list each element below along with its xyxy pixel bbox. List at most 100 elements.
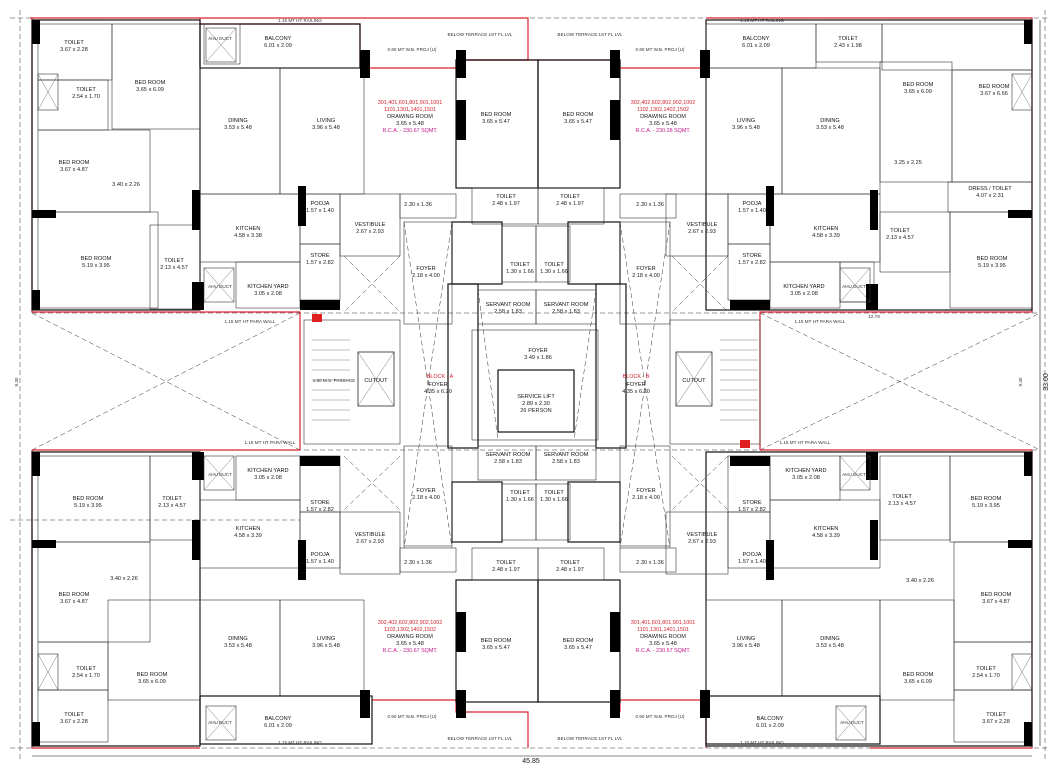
note-para-wall-tr: 1.15 MT HT PARA WALL	[795, 319, 846, 324]
room-br-pooja: POOJA	[743, 552, 762, 558]
room-bl-dining: DINING	[228, 636, 248, 642]
room-bl-kyard-size: 3.05 x 2.08	[254, 475, 282, 481]
room-tl-kyard-size: 3.05 x 2.08	[254, 291, 282, 297]
room-cb-bed-r-size: 3.65 x 5.47	[564, 645, 592, 651]
room-tr-dress-size: 4.07 x 2.31	[976, 193, 1004, 199]
room-tr-kitchen-size: 4.58 x 3.39	[812, 233, 840, 239]
room-c-servant-r-size: 2.58 x 1.83	[552, 309, 580, 315]
room-bl-vestibule: VESTIBULE	[355, 532, 386, 538]
stair-hatch	[312, 221, 758, 549]
unit-label-tl-nums1: 301,401,601,801,901,1001	[378, 100, 442, 106]
room-c-toilet-sm-r: TOILET	[544, 262, 564, 268]
room-c-foyer-r-size: 2.18 x 4.00	[632, 273, 660, 279]
unit-label-bl-room: DRAWING ROOM	[387, 634, 433, 640]
note-para-wall-bl: 1.15 MT HT PARA WALL	[245, 440, 296, 445]
note-ahu-tr: AHU DUCT	[842, 284, 866, 289]
room-c-toilet-sm-l-size: 1.30 x 1.66	[506, 269, 534, 275]
room-tr-balcony-size: 6.01 x 2.09	[742, 43, 770, 49]
room-tr-store: STORE	[742, 253, 761, 259]
room-br-balcony-size: 6.01 x 2.09	[756, 723, 784, 729]
room-br-bed-b: BED ROOM	[981, 592, 1012, 598]
unit-label-br-nums2: 1101,1301,1401,1501	[637, 627, 689, 633]
room-bl-living-size: 3.96 x 5.48	[312, 643, 340, 649]
note-block-a: BLOCK - A	[427, 374, 454, 380]
room-br-toilet-c: TOILET	[892, 494, 912, 500]
room-c-dim-r: 2.30 x 1.36	[636, 202, 664, 208]
room-tl-kyard: KITCHEN YARD	[247, 284, 288, 290]
room-cb-foyer-l-size: 2.18 x 4.00	[412, 495, 440, 501]
note-proj-bot-l: 0.60 MT W.B. PROJ (U)	[388, 714, 437, 719]
room-bl-bed-b: BED ROOM	[59, 592, 90, 598]
room-br-store-size: 1.57 x 2.82	[738, 507, 766, 513]
unit-label-br-room: DRAWING ROOM	[640, 634, 686, 640]
room-tl-living: LIVING	[317, 118, 335, 124]
room-tl-bed-b-size: 3.67 x 4.87	[60, 167, 88, 173]
room-c-bed-l: BED ROOM	[481, 112, 512, 118]
room-c-foyer-r: FOYER	[636, 266, 655, 272]
note-ahu-bl2: AHU DUCT	[208, 720, 232, 725]
room-br-bed-a: BED ROOM	[903, 672, 934, 678]
room-tr-toilet-c-size: 2.13 x 4.57	[886, 235, 914, 241]
room-tl-store: STORE	[310, 253, 329, 259]
duct-shafts	[37, 27, 1033, 741]
note-railing-br: 1.15 MT HT RAILING	[740, 740, 784, 745]
room-c-toilet-r-size: 2.48 x 1.97	[556, 201, 584, 207]
room-cb-toilet-r-size: 2.48 x 1.97	[556, 567, 584, 573]
room-cb-toilet-l-size: 2.48 x 1.97	[492, 567, 520, 573]
room-bl-bed-a-size: 3.65 x 6.09	[138, 679, 166, 685]
room-bl-pooja: POOJA	[311, 552, 330, 558]
room-c-servant-l-size: 2.58 x 1.83	[494, 309, 522, 315]
room-cb-bed-l-size: 3.65 x 5.47	[482, 645, 510, 651]
room-tr-dining-size: 3.53 x 5.48	[816, 125, 844, 131]
room-bl-toilet-c: TOILET	[162, 496, 182, 502]
room-cb-toilet-r: TOILET	[560, 560, 580, 566]
room-bl-balcony: BALCONY	[265, 716, 292, 722]
room-tl-bed-b: BED ROOM	[59, 160, 90, 166]
room-c-dim-l: 2.30 x 1.36	[404, 202, 432, 208]
room-c-bed-l-size: 3.65 x 5.47	[482, 119, 510, 125]
room-tl-balcony: BALCONY	[265, 36, 292, 42]
room-tl-dining-size: 3.53 x 5.48	[224, 125, 252, 131]
room-br-living: LIVING	[737, 636, 755, 642]
unit-label-tr-nums1: 302,402,602,802,902,1002	[631, 100, 695, 106]
unit-label-br-rca: R.C.A. - 230.67 SQMT.	[635, 648, 690, 654]
room-br-store: STORE	[742, 500, 761, 506]
room-c-foyer-mid: FOYER	[528, 348, 547, 354]
note-below-terrace-bl: BELOW TERRACE 1ST FL LVL	[448, 736, 513, 741]
room-tr-kyard-size: 3.05 x 2.08	[790, 291, 818, 297]
room-tl-living-size: 3.96 x 5.48	[312, 125, 340, 131]
room-c-cutout-l: CUTOUT	[364, 378, 388, 384]
room-cb-servant-l-size: 2.58 x 1.83	[494, 459, 522, 465]
overall-width-label: 45.85	[522, 758, 540, 765]
room-br-kitchen-size: 4.58 x 3.39	[812, 533, 840, 539]
room-br-living-size: 3.96 x 5.48	[732, 643, 760, 649]
room-bl-pooja-size: 1.57 x 1.40	[306, 559, 334, 565]
overall-dimensions: 45.85 33.00 8.30 9.30	[14, 20, 1050, 765]
room-c-servant-r: SERVANT ROOM	[544, 302, 589, 308]
room-br-toilet-a: TOILET	[986, 712, 1006, 718]
note-below-terrace-l: BELOW TERRACE 1ST FL LVL	[448, 32, 513, 37]
room-cb-bed-r: BED ROOM	[563, 638, 594, 644]
unit-label-tr-room: DRAWING ROOM	[640, 114, 686, 120]
left-height-label: 8.30	[14, 377, 19, 386]
room-c-lift-cap: 26 PERSON	[520, 408, 551, 414]
room-bl-bed-c-size: 5.19 x 3.95	[74, 503, 102, 509]
room-cb-toilet-sm-l: TOILET	[510, 490, 530, 496]
room-br-toilet-b: TOILET	[976, 666, 996, 672]
room-cb-toilet-l: TOILET	[496, 560, 516, 566]
room-c-toilet-sm-r-size: 1.30 x 1.66	[540, 269, 568, 275]
unit-label-tr-rca: R.C.A. - 230.28 SQMT.	[635, 128, 690, 134]
room-tr-toilet-c: TOILET	[890, 228, 910, 234]
note-ahu-br: AHU DUCT	[842, 472, 866, 477]
room-tr-living-size: 3.96 x 5.48	[732, 125, 760, 131]
room-tr-toilet-a: TOILET	[838, 36, 858, 42]
note-ahu-br2: AHU DUCT	[840, 720, 864, 725]
room-tr-living: LIVING	[737, 118, 755, 124]
room-c-cutout-r: CUTOUT	[682, 378, 706, 384]
unit-label-bl-rca: R.C.A. - 230.67 SQMT.	[382, 648, 437, 654]
unit-labels: 301,401,601,801,901,1001 1101,1301,1401,…	[378, 100, 695, 654]
room-cb-dim-l: 2.30 x 1.36	[404, 560, 432, 566]
room-c-foyer-mid-size: 3.49 x 1.86	[524, 355, 552, 361]
